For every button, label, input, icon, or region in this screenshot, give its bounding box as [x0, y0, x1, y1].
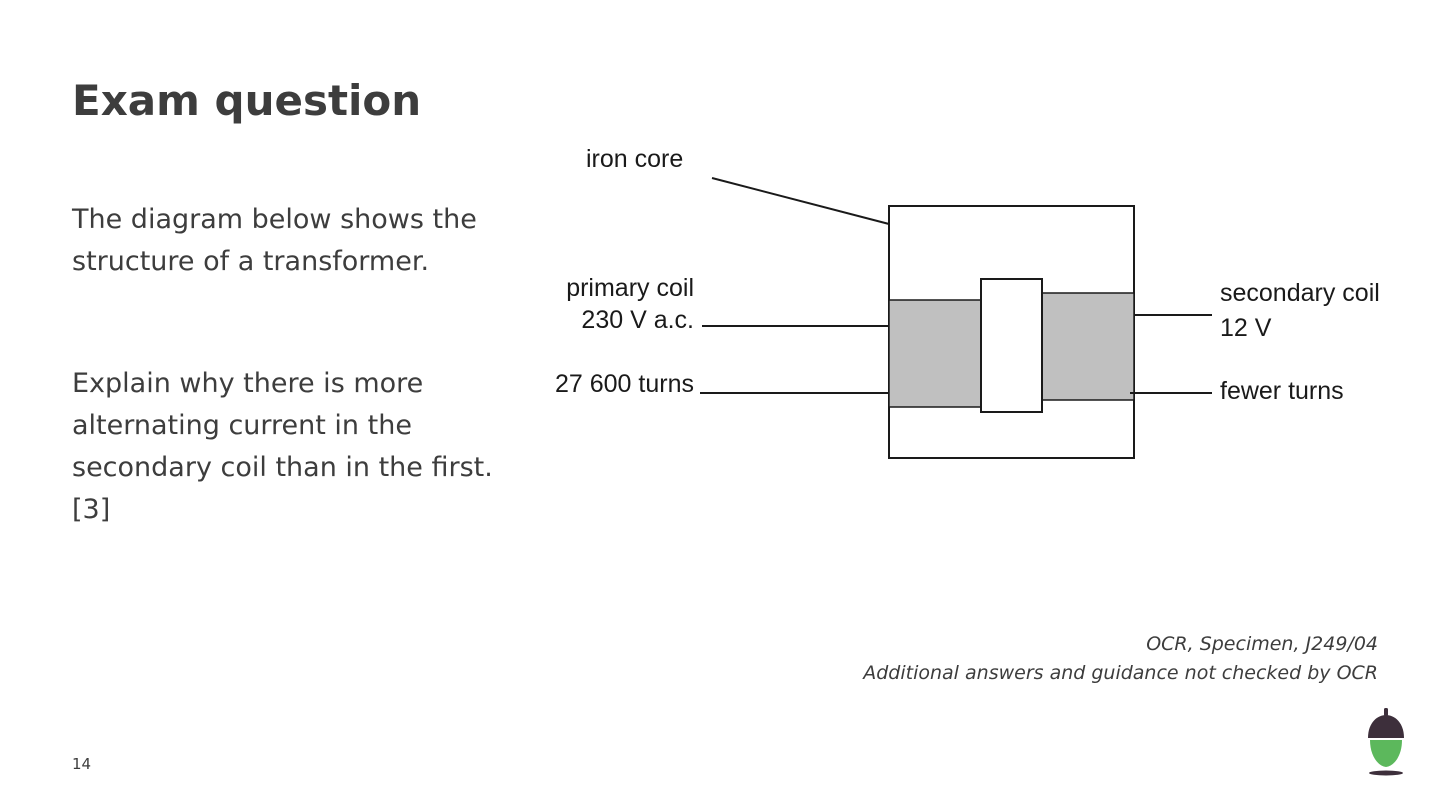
label-secondary-voltage: 12 V [1220, 314, 1272, 342]
secondary-coil [1041, 292, 1135, 401]
question-line: alternating current in the [72, 410, 412, 441]
source-citation: OCR, Specimen, J249/04 Additional answer… [863, 630, 1378, 688]
intro-line: structure of a transformer. [72, 246, 430, 277]
question-text: Explain why there is more alternating cu… [72, 363, 542, 531]
question-line: Explain why there is more [72, 368, 424, 399]
label-secondary-turns: fewer turns [1220, 377, 1344, 405]
label-secondary-coil: secondary coil [1220, 279, 1380, 307]
label-primary-voltage: 230 V a.c. [581, 306, 694, 334]
label-primary-coil: primary coil [566, 274, 694, 302]
iron-core-leader [711, 177, 890, 225]
primary-coil [888, 299, 982, 408]
source-note: Additional answers and guidance not chec… [863, 662, 1378, 684]
intro-text: The diagram below shows the structure of… [72, 199, 542, 283]
core-limb [980, 278, 1043, 413]
question-marks: [3] [72, 494, 111, 525]
question-line: secondary coil than in the first. [72, 452, 493, 483]
label-iron-core: iron core [586, 145, 683, 173]
page-number: 14 [72, 755, 92, 773]
slide-title: Exam question [72, 76, 422, 125]
acorn-icon [1368, 708, 1404, 776]
intro-line: The diagram below shows the [72, 204, 477, 235]
source-line: OCR, Specimen, J249/04 [1146, 633, 1378, 655]
label-primary-turns: 27 600 turns [555, 370, 694, 398]
